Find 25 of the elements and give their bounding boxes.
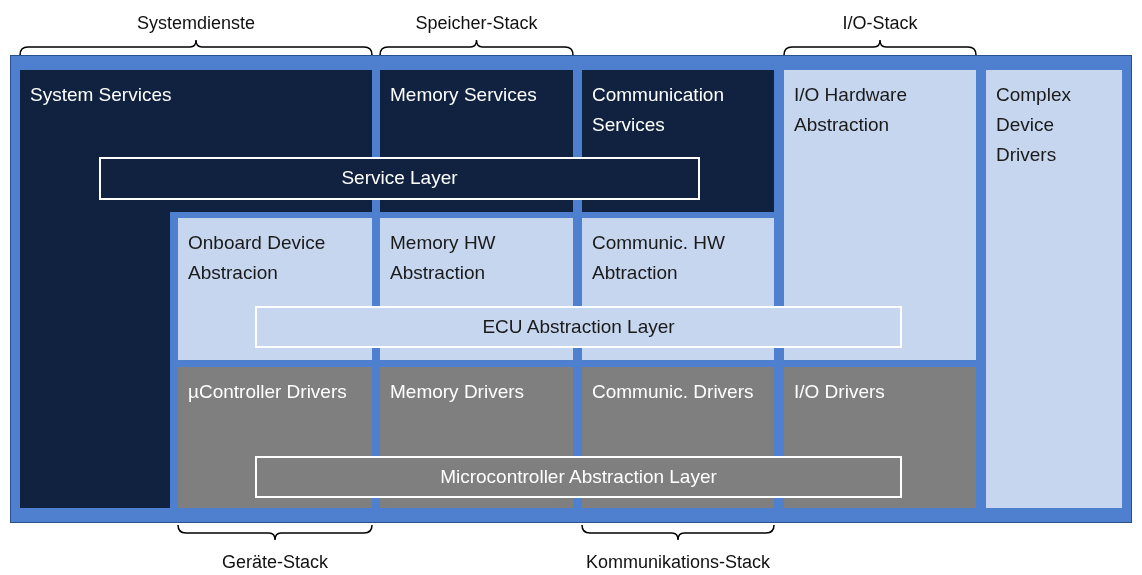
module-label: Memory HW Abstraction	[390, 231, 497, 285]
module-label: Communic. Drivers	[592, 380, 755, 404]
layer-band	[255, 306, 902, 348]
module-label: ECU Abstraction Layer	[481, 315, 676, 339]
stack-label: Geräte-Stack	[222, 552, 329, 573]
module-label: System Services	[30, 83, 173, 107]
module-label: µController Drivers	[188, 380, 348, 404]
stack-label: Kommunikations-Stack	[586, 552, 771, 573]
module-label: Service Layer	[340, 166, 459, 190]
layer-module-box	[784, 70, 976, 360]
stack-label: Speicher-Stack	[415, 13, 538, 34]
stack-label: I/O-Stack	[842, 13, 918, 34]
layer-band	[99, 157, 700, 200]
module-label: Onboard Device Abstracion	[188, 231, 327, 285]
module-label: I/O Hardware Abstraction	[794, 83, 908, 137]
module-label: Communic. HW Abtraction	[592, 231, 726, 285]
module-label: Communication Services	[592, 83, 725, 137]
module-label: Microcontroller Abstraction Layer	[439, 465, 718, 489]
module-label: Complex Device Drivers	[996, 83, 1072, 167]
module-label: Memory Drivers	[390, 380, 526, 404]
stack-label: Systemdienste	[137, 13, 256, 34]
module-label: Memory Services	[390, 83, 538, 107]
layer-module-box	[986, 70, 1122, 508]
layer-band	[255, 456, 902, 498]
module-label: I/O Drivers	[794, 380, 886, 404]
